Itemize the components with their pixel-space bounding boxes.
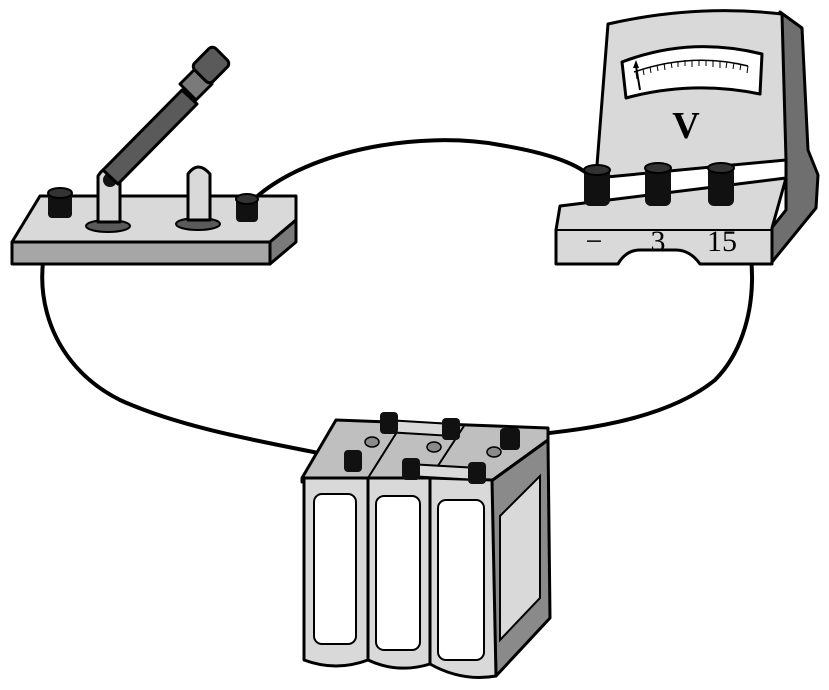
switch-base-front [10, 240, 272, 266]
voltmeter-terminal-3 [644, 162, 672, 206]
knife-switch [10, 45, 298, 266]
battery-cell-1 [302, 476, 370, 668]
voltmeter-needle [635, 65, 641, 91]
voltmeter-dial [620, 45, 764, 100]
wire-switch-to-voltmeter [245, 138, 598, 208]
switch-blade [101, 45, 231, 186]
battery-terminal-left [344, 450, 362, 472]
switch-handle-knob [191, 45, 231, 85]
voltmeter-symbol: V [672, 105, 700, 147]
switch-terminal-left [47, 187, 73, 218]
voltmeter: V − 3 15 [554, 9, 820, 266]
battery-pack [300, 412, 552, 679]
battery-cell-3 [428, 476, 498, 679]
voltmeter-terminal-15 [707, 162, 735, 206]
voltmeter-label-15: 15 [707, 225, 737, 258]
battery-post [380, 412, 486, 484]
voltmeter-label-negative: − [586, 225, 603, 258]
switch-base-side [268, 218, 298, 266]
wire-switch-to-battery [40, 208, 354, 462]
voltmeter-terminal-negative [583, 164, 611, 206]
battery-terminal-right [500, 428, 520, 450]
voltmeter-label-3: 3 [651, 225, 666, 258]
switch-jaw-post [175, 165, 221, 231]
battery-cell-2 [366, 476, 432, 670]
switch-terminal-right [235, 193, 259, 222]
